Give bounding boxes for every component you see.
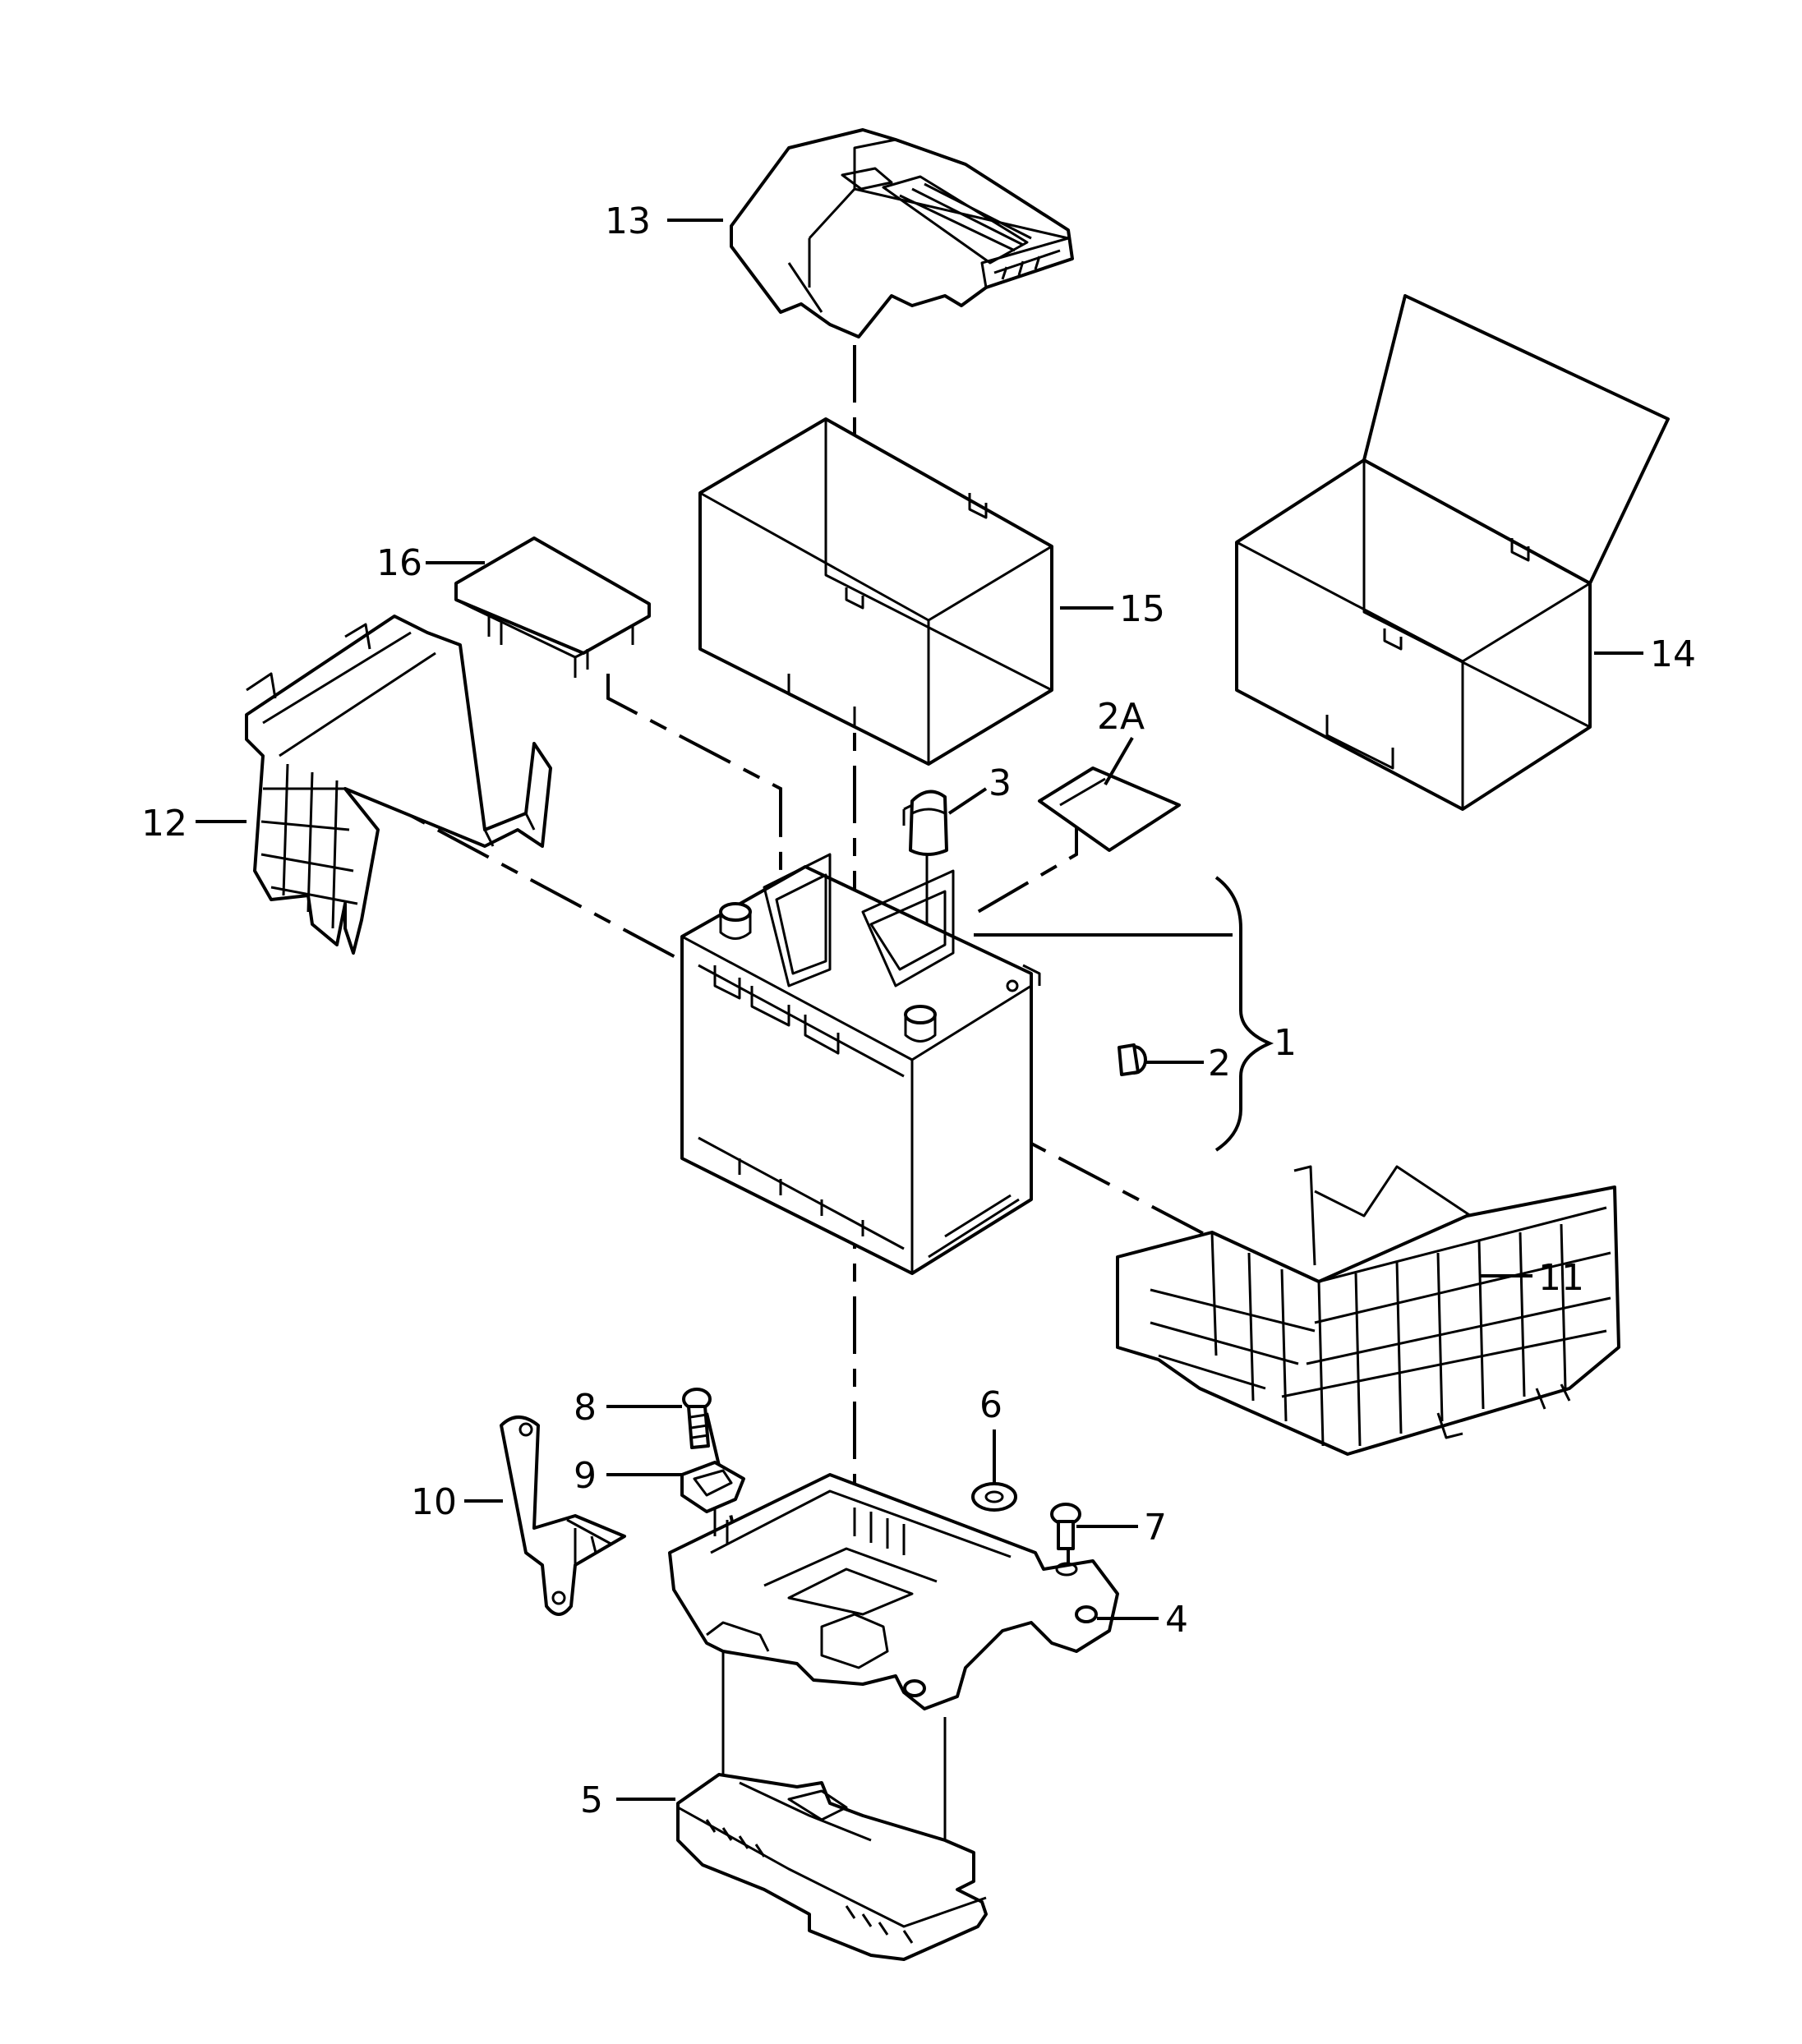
callout-16[interactable]: 16 — [376, 542, 422, 584]
callout-2[interactable]: 2 — [1208, 1043, 1231, 1084]
callout-11[interactable]: 11 — [1538, 1257, 1584, 1299]
leader-2a — [1104, 736, 1134, 786]
callout-10[interactable]: 10 — [411, 1481, 457, 1523]
part-16-terminal-cover[interactable] — [454, 536, 651, 678]
part-5-base-tray[interactable] — [676, 1773, 988, 1961]
assembly-line-2a — [976, 805, 1078, 914]
callout-13[interactable]: 13 — [605, 200, 651, 242]
callout-2a[interactable]: 2A — [1097, 696, 1145, 738]
part-11-heat-shield-right[interactable] — [1116, 1165, 1620, 1456]
part-3-terminal-cap[interactable] — [902, 790, 948, 856]
part-8-bolt[interactable] — [682, 1388, 712, 1449]
part-15-box-insert[interactable] — [698, 417, 1053, 766]
part-6-nut[interactable] — [971, 1482, 1017, 1512]
callout-15[interactable]: 15 — [1119, 588, 1165, 630]
bracket-brace-1 — [1214, 876, 1274, 1152]
callout-7[interactable]: 7 — [1144, 1507, 1167, 1549]
leader-lines — [196, 219, 1643, 1801]
part-2a-label[interactable] — [1038, 766, 1181, 852]
part-10-bracket[interactable] — [500, 1416, 626, 1616]
assembly-line-16 — [606, 674, 782, 871]
part-9-clamp[interactable] — [680, 1461, 745, 1513]
callout-8[interactable]: 8 — [574, 1387, 597, 1429]
part-7-bolt[interactable] — [1050, 1503, 1081, 1550]
callout-6[interactable]: 6 — [979, 1384, 1002, 1426]
leader-3 — [947, 787, 988, 815]
callout-14[interactable]: 14 — [1650, 633, 1696, 675]
callout-4[interactable]: 4 — [1165, 1599, 1188, 1641]
callout-labels: 13 16 15 14 2A 3 12 1 2 11 8 6 9 10 7 4 … — [141, 200, 1696, 1821]
assembly-line-12 — [344, 779, 699, 971]
part-4-battery-tray[interactable] — [668, 1473, 1119, 1710]
callout-5[interactable]: 5 — [580, 1779, 603, 1821]
part-2-plug[interactable] — [1118, 1043, 1147, 1076]
part-12-heat-shield-left[interactable] — [245, 615, 552, 955]
callout-1[interactable]: 1 — [1274, 1022, 1297, 1064]
part-14-storage-box[interactable] — [1235, 294, 1670, 811]
callout-9[interactable]: 9 — [574, 1455, 597, 1497]
callout-12[interactable]: 12 — [141, 803, 187, 845]
callout-3[interactable]: 3 — [989, 762, 1012, 804]
part-13-battery-cover[interactable] — [730, 128, 1074, 338]
part-1-battery[interactable] — [680, 853, 1041, 1275]
